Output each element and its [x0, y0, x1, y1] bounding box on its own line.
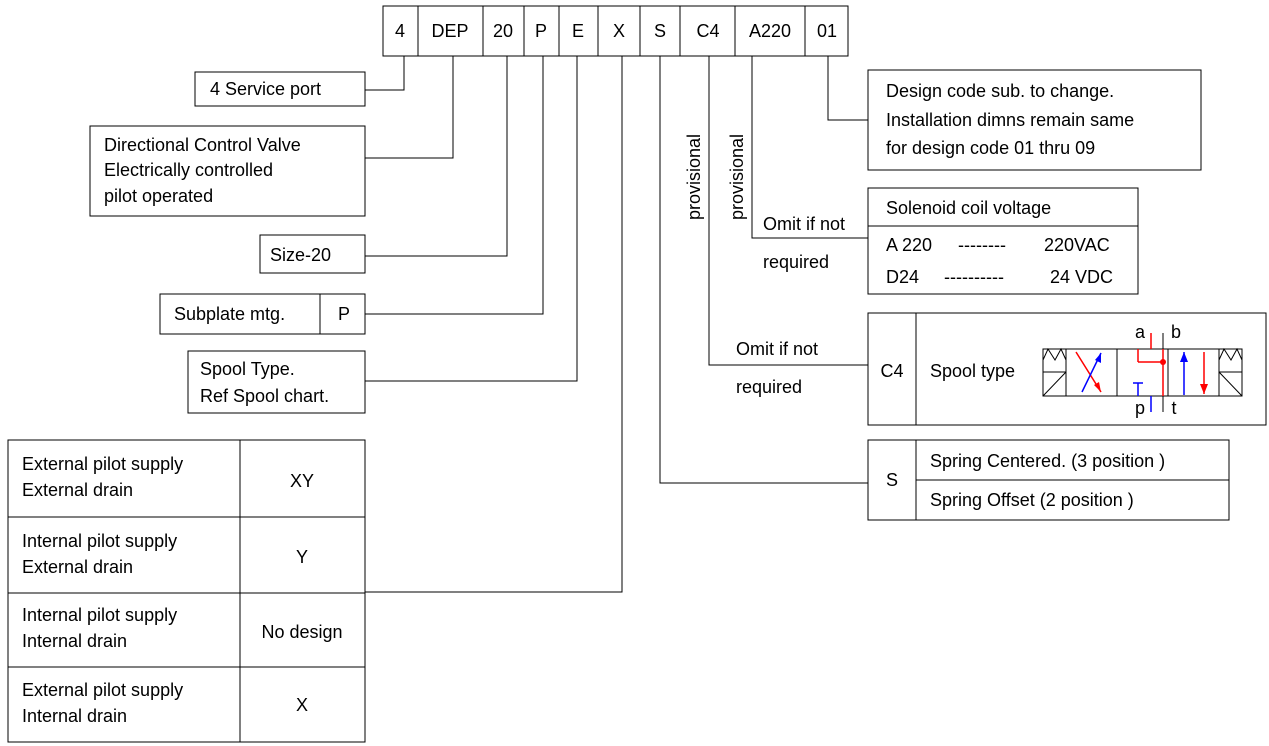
spool-reference-line-2: Ref Spool chart.: [200, 386, 329, 406]
design-code-line-3: for design code 01 thru 09: [886, 138, 1095, 158]
design-code-line-2: Installation dimns remain same: [886, 110, 1134, 130]
pilot-row-2-line-1: Internal pilot supply: [22, 531, 177, 551]
code-cell-pilot: X: [613, 21, 625, 41]
port-b-label: b: [1171, 322, 1181, 342]
spring-row-offset: Spring Offset (2 position ): [930, 490, 1134, 510]
size-box: Size-20: [259, 234, 366, 274]
voltage-row-2-value: 24 VDC: [1050, 267, 1113, 287]
voltage-row-2-dash: ----------: [944, 267, 1004, 287]
pilot-row-3-line-2: Internal drain: [22, 631, 127, 651]
provisional-label-voltage: provisional: [727, 134, 747, 220]
pilot-row-4-line-1: External pilot supply: [22, 680, 183, 700]
spool-reference-box: Spool Type. Ref Spool chart.: [187, 350, 366, 414]
spool-omit-line-1: Omit if not: [736, 339, 818, 359]
size-label: Size-20: [270, 245, 331, 265]
code-cell-spring: S: [654, 21, 666, 41]
spool-type-label: Spool type: [930, 361, 1015, 381]
code-cell-spool: E: [572, 21, 584, 41]
leader-lines: [365, 56, 868, 593]
code-cell-design: 01: [817, 21, 837, 41]
valve-description-box: Directional Control Valve Electrically c…: [89, 125, 366, 217]
pilot-drain-table: External pilot supply External drain XY …: [7, 439, 366, 743]
pilot-table-border: [7, 439, 366, 743]
code-cell-spool-code: C4: [696, 21, 719, 41]
voltage-row-1-code: A 220: [886, 235, 932, 255]
port-t-label: t: [1171, 398, 1176, 418]
spring-table: S Spring Centered. (3 position ) Spring …: [867, 439, 1230, 521]
voltage-row-1-dash: --------: [958, 235, 1006, 255]
valve-symbol-icon: a b p t: [1042, 322, 1243, 418]
model-code-strip: 4 DEP 20 P E X S C4 A220 01: [382, 5, 849, 57]
voltage-row-2-code: D24: [886, 267, 919, 287]
code-cell-voltage: A220: [749, 21, 791, 41]
mounting-label: Subplate mtg.: [174, 304, 285, 324]
model-code-border: [382, 5, 849, 57]
mounting-box: Subplate mtg. P: [159, 293, 366, 335]
pilot-row-3-code: No design: [261, 622, 342, 642]
spring-code: S: [886, 470, 898, 490]
design-code-box: Design code sub. to change. Installation…: [867, 69, 1202, 171]
spool-reference-line-1: Spool Type.: [200, 359, 295, 379]
valve-description-line-1: Directional Control Valve: [104, 135, 301, 155]
code-cell-service-port: 4: [395, 21, 405, 41]
port-p-label: p: [1135, 398, 1145, 418]
pilot-row-2-code: Y: [296, 547, 308, 567]
port-a-label: a: [1135, 322, 1146, 342]
voltage-omit-line-1: Omit if not: [763, 214, 845, 234]
valve-description-line-2: Electrically controlled: [104, 160, 273, 180]
pilot-row-2-line-2: External drain: [22, 557, 133, 577]
code-cell-mounting: P: [535, 21, 547, 41]
voltage-title: Solenoid coil voltage: [886, 198, 1051, 218]
valve-description-line-3: pilot operated: [104, 186, 213, 206]
provisional-label-spool: provisional: [684, 134, 704, 220]
solenoid-voltage-table: Solenoid coil voltage A 220 -------- 220…: [867, 187, 1139, 295]
service-port-box: 4 Service port: [194, 71, 366, 107]
code-cell-size: 20: [493, 21, 513, 41]
pilot-row-3-line-1: Internal pilot supply: [22, 605, 177, 625]
mounting-code: P: [338, 304, 350, 324]
spring-row-centered: Spring Centered. (3 position ): [930, 451, 1165, 471]
spool-type-box: C4 Spool type: [867, 312, 1267, 426]
spool-omit-line-2: required: [736, 377, 802, 397]
spool-code: C4: [880, 361, 903, 381]
pilot-row-4-code: X: [296, 695, 308, 715]
pilot-row-4-line-2: Internal drain: [22, 706, 127, 726]
pilot-row-1-code: XY: [290, 471, 314, 491]
voltage-row-1-value: 220VAC: [1044, 235, 1110, 255]
pilot-row-1-line-2: External drain: [22, 480, 133, 500]
code-cell-valve-type: DEP: [431, 21, 468, 41]
pilot-row-1-line-1: External pilot supply: [22, 454, 183, 474]
design-code-line-1: Design code sub. to change.: [886, 81, 1114, 101]
voltage-omit-line-2: required: [763, 252, 829, 272]
service-port-label: 4 Service port: [210, 79, 321, 99]
